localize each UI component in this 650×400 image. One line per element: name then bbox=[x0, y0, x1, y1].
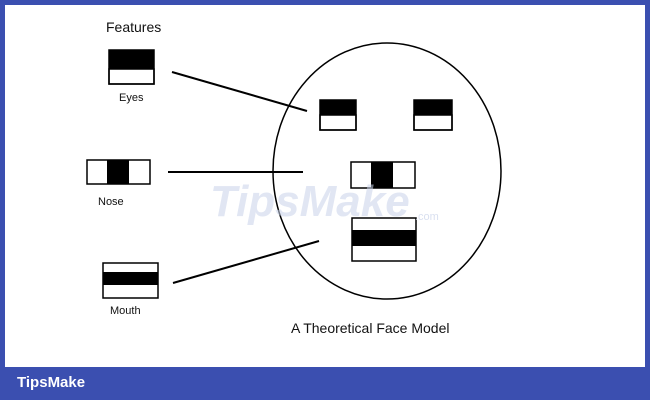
watermark-text: TipsMake bbox=[210, 177, 410, 226]
nose-feature-icon bbox=[86, 159, 151, 185]
features-heading: Features bbox=[106, 19, 161, 35]
diagram-caption: A Theoretical Face Model bbox=[291, 320, 450, 336]
watermark-logo: TipsMake bbox=[210, 177, 410, 227]
mouth-feature-icon bbox=[102, 262, 159, 299]
eyes-feature-icon bbox=[108, 49, 155, 85]
watermark-suffix: .com bbox=[415, 211, 439, 223]
mouth-label: Mouth bbox=[110, 305, 141, 317]
face-outline bbox=[272, 42, 502, 300]
mouth-connector-line bbox=[172, 240, 320, 284]
footer-brand: TipsMake bbox=[17, 374, 86, 391]
eyes-connector-line bbox=[171, 71, 308, 112]
face-model-diagram: Features Eyes Nose Mouth bbox=[86, 19, 502, 336]
eyes-label: Eyes bbox=[119, 92, 144, 104]
face-nose-icon bbox=[350, 161, 416, 189]
footer-bar: TipsMake bbox=[0, 367, 650, 400]
diagram-canvas: Features Eyes Nose Mouth bbox=[5, 5, 645, 367]
right-eye-icon bbox=[413, 99, 453, 131]
nose-label: Nose bbox=[98, 196, 124, 208]
face-mouth-icon bbox=[351, 217, 417, 262]
left-eye-icon bbox=[319, 99, 357, 131]
